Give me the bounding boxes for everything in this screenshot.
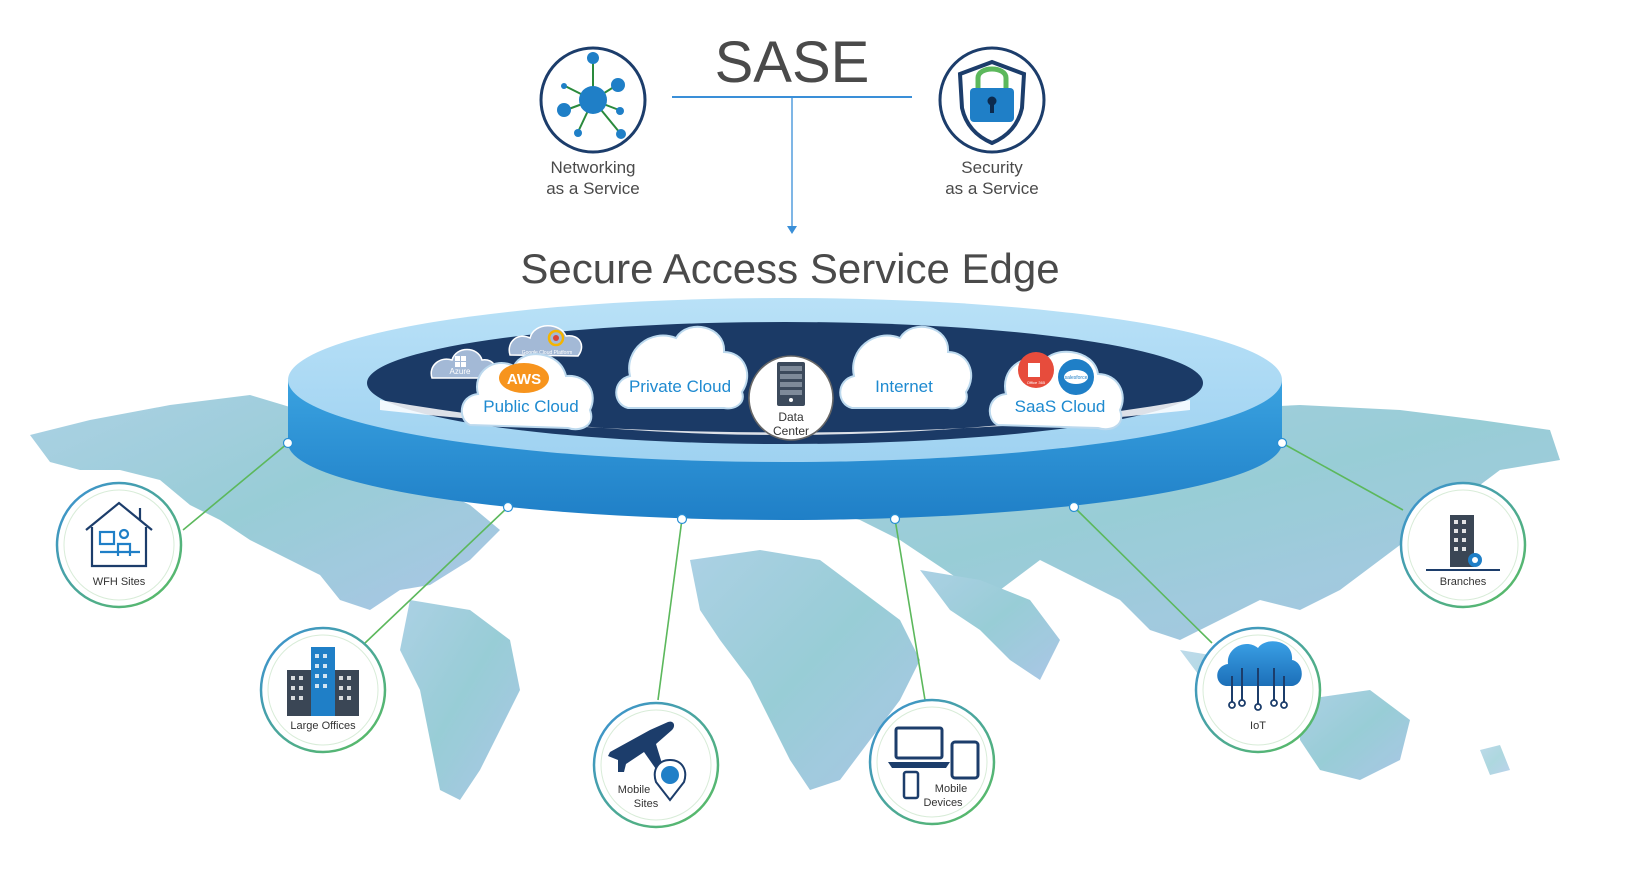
data-center-label-line1: Data bbox=[778, 410, 804, 424]
sase-title: SASE bbox=[715, 30, 870, 95]
office365-label: Office 365 bbox=[1027, 380, 1046, 385]
internet-cloud: Internet bbox=[839, 325, 973, 410]
ring-clouds: Azure Google Cloud Platform AWS Public C… bbox=[430, 325, 1124, 441]
branches-label: Branches bbox=[1440, 576, 1487, 588]
office365-icon: Office 365 bbox=[1018, 352, 1054, 388]
map-south-asia bbox=[920, 570, 1060, 680]
endpoint-wfh-sites: WFH Sites bbox=[55, 481, 183, 609]
aws-label: AWS bbox=[507, 371, 541, 388]
map-australia bbox=[1300, 690, 1410, 780]
data-center: Data Center bbox=[748, 355, 834, 441]
endpoint-mobile-devices: Mobile Devices bbox=[868, 698, 996, 826]
aws-badge: AWS bbox=[499, 363, 549, 393]
security-label-line1: Security bbox=[961, 158, 1023, 177]
branch-building-icon bbox=[1426, 515, 1500, 571]
networking-label-line2: as a Service bbox=[546, 179, 640, 198]
location-pin-icon bbox=[653, 758, 687, 802]
internet-label: Internet bbox=[875, 377, 933, 396]
saas-cloud-label: SaaS Cloud bbox=[1015, 397, 1106, 416]
sase-subtitle: Secure Access Service Edge bbox=[520, 245, 1059, 292]
large-offices-label: Large Offices bbox=[290, 720, 356, 732]
salesforce-icon: salesforce bbox=[1058, 359, 1094, 395]
map-south-america bbox=[400, 600, 520, 800]
salesforce-label: salesforce bbox=[1065, 375, 1088, 381]
network-node-icon bbox=[557, 52, 626, 139]
laptop-icon bbox=[888, 726, 950, 768]
data-center-label-line2: Center bbox=[773, 424, 809, 438]
airplane-icon bbox=[608, 721, 675, 772]
saas-cloud: Office 365 salesforce SaaS Cloud bbox=[988, 350, 1124, 431]
private-cloud: Private Cloud bbox=[615, 325, 749, 410]
google-cloud-label: Google Cloud Platform bbox=[522, 350, 573, 356]
shield-lock-icon bbox=[957, 59, 1027, 146]
endpoint-large-offices: Large Offices bbox=[259, 626, 387, 754]
windows-icon bbox=[455, 356, 466, 367]
google-cloud: Google Cloud Platform bbox=[508, 325, 583, 357]
endpoint-iot: IoT bbox=[1194, 626, 1322, 754]
public-cloud-label: Public Cloud bbox=[483, 397, 578, 416]
ring-dots bbox=[282, 437, 1288, 525]
home-office-icon bbox=[85, 501, 153, 568]
security-pillar: Security as a Service bbox=[938, 46, 1046, 198]
tablet-icon bbox=[950, 740, 980, 780]
mobile-sites-label-line2: Sites bbox=[634, 798, 659, 810]
public-cloud: AWS Public Cloud bbox=[460, 353, 594, 431]
endpoint-mobile-sites: Mobile Sites bbox=[592, 701, 720, 829]
azure-label: Azure bbox=[450, 367, 471, 376]
map-north-america bbox=[30, 395, 500, 610]
map-africa bbox=[690, 550, 920, 790]
mobile-sites-label-line1: Mobile bbox=[618, 784, 650, 796]
office-buildings-icon bbox=[287, 647, 359, 716]
iot-label: IoT bbox=[1250, 720, 1266, 732]
map-new-zealand bbox=[1480, 745, 1510, 775]
security-label-line2: as a Service bbox=[945, 179, 1039, 198]
mobile-devices-label-line1: Mobile bbox=[935, 783, 967, 795]
private-cloud-label: Private Cloud bbox=[629, 377, 731, 396]
server-rack-icon bbox=[777, 362, 805, 406]
title-arrow bbox=[787, 226, 797, 234]
mobile-devices-label-line2: Devices bbox=[923, 797, 963, 809]
networking-pillar: Networking as a Service bbox=[539, 46, 647, 198]
networking-label-line1: Networking bbox=[550, 158, 635, 177]
google-cloud-icon bbox=[547, 329, 565, 347]
iot-cloud-icon bbox=[1217, 641, 1302, 711]
connector-lines bbox=[182, 442, 1404, 701]
endpoint-branches: Branches bbox=[1399, 481, 1527, 609]
phone-icon bbox=[902, 770, 920, 800]
wfh-sites-label: WFH Sites bbox=[93, 576, 146, 588]
